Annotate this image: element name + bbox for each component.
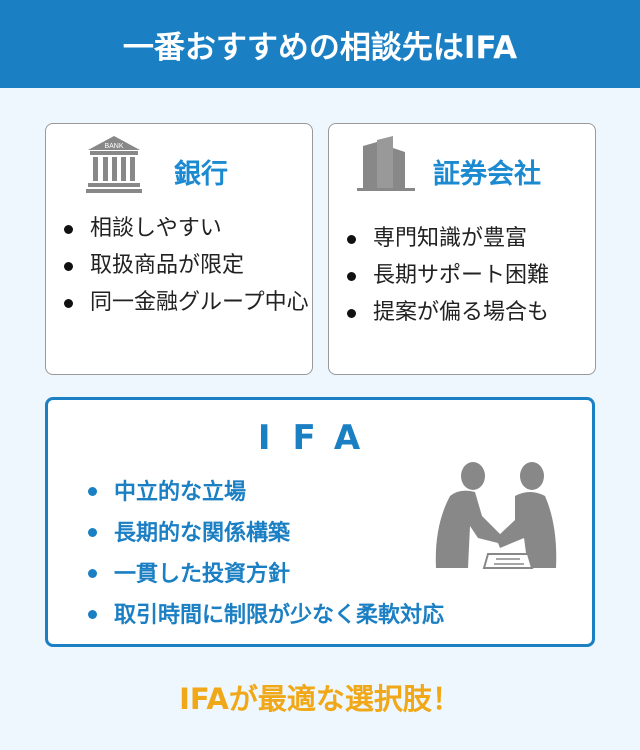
handshake-icon	[435, 462, 557, 569]
list-item: 長期的な関係構築	[84, 513, 544, 554]
bank-icon: BANK	[86, 136, 142, 193]
list-item: 専門知識が豊富	[343, 220, 593, 257]
securities-card: 証券会社 専門知識が豊富 長期サポート困難 提案が偏る場合も	[328, 123, 596, 375]
bank-card: BANK 銀行 相談しやすい 取扱商品が限定 同一金融グループ中心	[45, 123, 313, 375]
list-item: 取扱商品が限定	[60, 247, 310, 284]
ifa-title: IFA	[257, 418, 383, 458]
conclusion-text: IFAが最適な選択肢！	[179, 682, 461, 716]
svg-text:BANK: BANK	[104, 143, 123, 150]
list-item: 同一金融グループ中心	[60, 284, 310, 321]
ifa-card: IFA 中立的な立場 長期的な関係構築 一貫した投資方針 取引時間に制限が少なく…	[45, 397, 595, 647]
list-item: 一貫した投資方針	[84, 554, 544, 595]
list-item: 中立的な立場	[84, 472, 544, 513]
bank-title: 銀行	[174, 159, 228, 190]
list-item: 取引時間に制限が少なく柔軟対応	[84, 595, 544, 636]
list-item: 提案が偏る場合も	[343, 294, 593, 331]
page-title: 一番おすすめの相談先はIFA	[0, 0, 640, 88]
office-buildings-icon	[357, 136, 415, 191]
list-item: 相談しやすい	[60, 210, 310, 247]
list-item: 長期サポート困難	[343, 257, 593, 294]
securities-title: 証券会社	[433, 159, 541, 190]
